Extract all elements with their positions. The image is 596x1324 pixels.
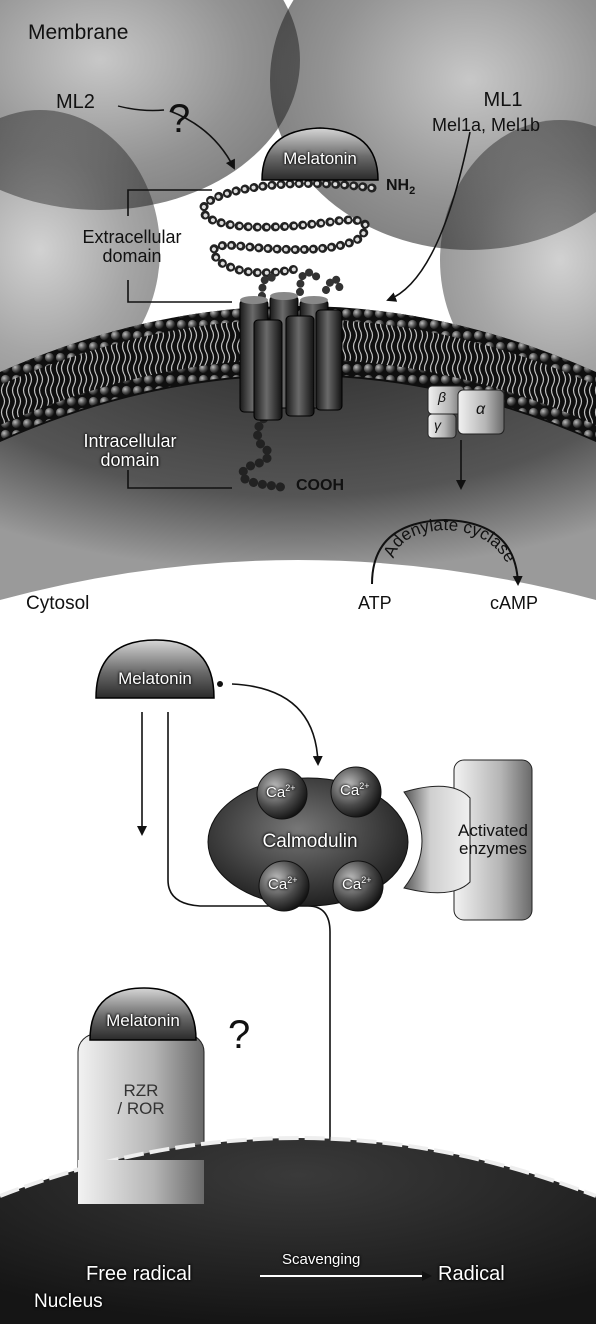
intracellular-line-2: domain [54,451,206,470]
rzr-line-1: RZR [82,1082,200,1100]
radical-label: Radical [438,1264,505,1285]
g-gamma-label: γ [434,418,441,433]
g-alpha-label: α [476,402,485,419]
cytosol-label: Cytosol [26,594,89,614]
ca-ion-label-1: Ca2+ [266,784,295,801]
nucleus-label: Nucleus [34,1292,103,1312]
ca-charge: 2+ [361,875,371,885]
ca-ion-label-4: Ca2+ [342,876,371,893]
camp-label: cAMP [490,594,538,613]
ml1-subtypes-label: Mel1a, Mel1b [432,116,540,135]
ca-text: Ca [342,876,361,893]
rzr-line-2: / ROR [82,1100,200,1118]
membrane-label: Membrane [28,22,128,44]
nh2-subscript: 2 [409,185,415,197]
g-beta-label: β [438,390,446,405]
ml1-label: ML1 [468,90,538,111]
cooh-label: COOH [296,478,344,495]
nh2-text: NH [386,177,409,194]
melatonin-nuclear-label: Melatonin [90,1012,196,1030]
transmembrane-receptor [240,292,342,420]
activated-line-1: Activated [446,822,540,840]
scavenging-label: Scavenging [282,1252,360,1268]
ca-ion-label-2: Ca2+ [340,782,369,799]
ca-text: Ca [268,876,287,893]
nuclear-question-mark: ? [228,1014,250,1056]
ca-charge: 2+ [359,781,369,791]
ml2-label: ML2 [56,92,95,113]
atp-label: ATP [358,594,392,613]
extracellular-line-1: Extracellular [56,228,208,247]
ml2-question-mark: ? [168,98,190,140]
intracellular-line-1: Intracellular [54,432,206,451]
ca-ion-label-3: Ca2+ [268,876,297,893]
ca-charge: 2+ [285,783,295,793]
rzr-ror-label: RZR / ROR [82,1082,200,1118]
free-radical-label: Free radical [86,1264,192,1285]
melatonin-cytosol-label: Melatonin [96,670,214,688]
ca-text: Ca [266,784,285,801]
activated-line-2: enzymes [446,840,540,858]
ca-charge: 2+ [287,875,297,885]
activated-enzymes-label: Activated enzymes [446,822,540,858]
nh2-label: NH2 [386,178,415,198]
calmodulin-label: Calmodulin [240,832,380,852]
ca-text: Ca [340,782,359,799]
extracellular-line-2: domain [56,247,208,266]
intracellular-domain-label: Intracellular domain [54,432,206,470]
melatonin-membrane-label: Melatonin [262,150,378,168]
extracellular-domain-label: Extracellular domain [56,228,208,266]
